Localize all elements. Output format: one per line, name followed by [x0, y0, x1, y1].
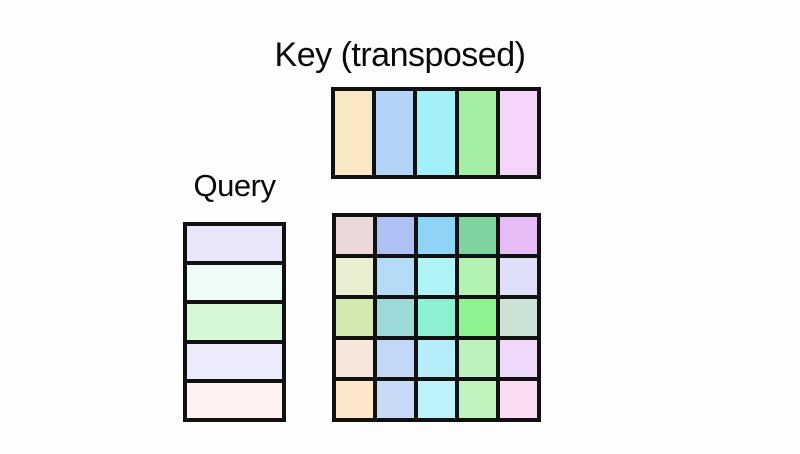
key-matrix-title: Key (transposed): [274, 36, 526, 74]
score-cell: [377, 258, 414, 295]
score-cell: [418, 217, 455, 254]
score-cell: [500, 381, 537, 418]
score-cell: [418, 258, 455, 295]
score-cell: [500, 258, 537, 295]
score-cell: [500, 217, 537, 254]
score-cell: [418, 299, 455, 336]
score-cell: [377, 381, 414, 418]
score-cell: [418, 381, 455, 418]
score-cell: [336, 381, 373, 418]
score-cell: [500, 340, 537, 377]
score-cell: [418, 340, 455, 377]
score-cell: [459, 299, 496, 336]
key-cell: [376, 91, 414, 175]
key-cell: [335, 91, 373, 175]
query-cell: [187, 382, 282, 418]
score-cell: [336, 217, 373, 254]
score-cell: [377, 340, 414, 377]
query-matrix-title: Query: [193, 168, 276, 203]
score-cell: [459, 258, 496, 295]
score-cell: [459, 340, 496, 377]
score-cell: [459, 381, 496, 418]
key-cell: [499, 91, 537, 175]
score-cell: [377, 217, 414, 254]
query-matrix: [183, 222, 286, 422]
key-cell: [417, 91, 455, 175]
key-transposed-matrix: [331, 87, 541, 179]
score-cell: [336, 340, 373, 377]
key-cell: [458, 91, 496, 175]
query-cell: [187, 304, 282, 340]
score-cell: [500, 299, 537, 336]
scores-matrix: [332, 213, 541, 422]
query-cell: [187, 226, 282, 262]
score-cell: [336, 258, 373, 295]
score-cell: [377, 299, 414, 336]
query-cell: [187, 343, 282, 379]
query-cell: [187, 265, 282, 301]
score-cell: [336, 299, 373, 336]
score-cell: [459, 217, 496, 254]
